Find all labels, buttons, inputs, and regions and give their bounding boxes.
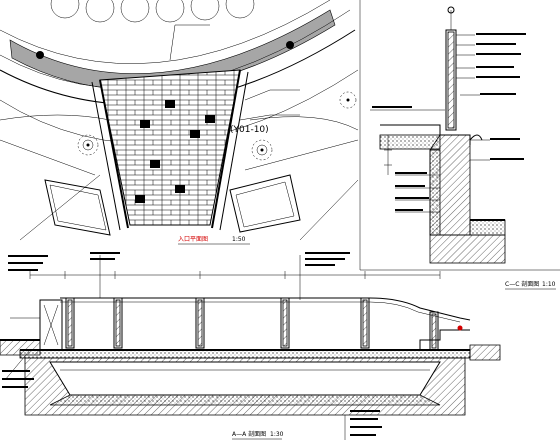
section-cc: C—C 剖面图 1:10 bbox=[359, 0, 560, 290]
arch-ornaments bbox=[50, 0, 255, 23]
plan-reference: (Y01-10) bbox=[230, 125, 269, 135]
section-cc-title: C—C 剖面图 bbox=[505, 280, 539, 288]
fountain-left bbox=[77, 134, 99, 156]
cc-annotations bbox=[370, 33, 526, 213]
aa-marker-dot bbox=[457, 325, 463, 331]
aa-dimension-ticks bbox=[29, 271, 441, 279]
entrance-plan: (Y01-10) 入口平面图 1:50 bbox=[0, 0, 359, 245]
section-cc-scale: 1:10 bbox=[542, 281, 556, 288]
fountain-far-right bbox=[339, 91, 357, 109]
section-aa-title: A—A 剖面图 bbox=[232, 430, 266, 438]
plan-scale: 1:50 bbox=[232, 236, 246, 243]
section-aa: A—A 剖面图 1:30 bbox=[0, 252, 501, 440]
section-aa-scale: 1:30 bbox=[270, 431, 284, 438]
aa-annotations bbox=[2, 252, 382, 440]
fountain-right bbox=[251, 139, 273, 161]
plan-title: 入口平面图 bbox=[178, 236, 208, 243]
central-paving bbox=[99, 69, 241, 226]
aa-posts bbox=[65, 297, 439, 351]
